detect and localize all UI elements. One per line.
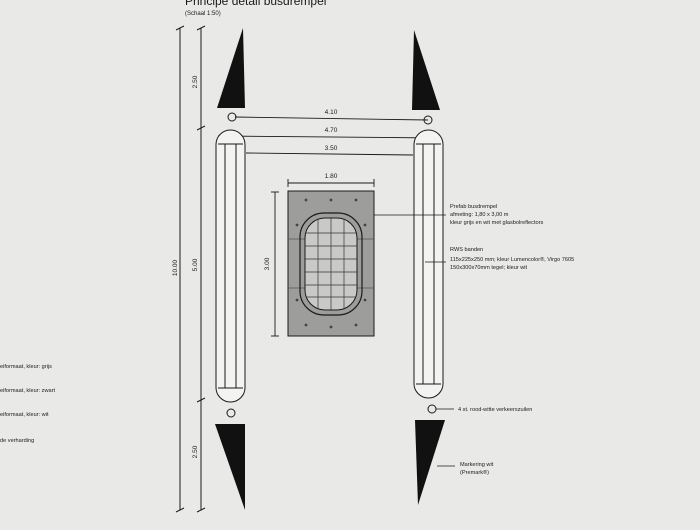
prefab-title: Prefab busdrempel	[450, 204, 497, 210]
dim-top-gap-label: 2.50	[192, 75, 199, 88]
dim-inner-label: 3.50	[325, 145, 338, 152]
vertical-dimensions	[175, 25, 206, 513]
annotation-markering: Markering wit (Premark®)	[460, 462, 494, 476]
reflector-dot	[354, 198, 358, 202]
legend-item: eiformaat, kleur: wit	[0, 412, 49, 418]
dim-plate-width-label: 1.80	[325, 173, 338, 180]
reflector-dot	[363, 223, 367, 227]
pole-top-left	[227, 112, 237, 122]
reflector-dot	[329, 198, 333, 202]
rws-tile-spec: 150x300x70mm tegel; kleur wit	[450, 265, 528, 271]
rws-band-spec: 115x225x250 mm; kleur Lumencolor®, Virgo…	[450, 256, 574, 263]
prefab-color: kleur grijs en wit met glasbolreflectors	[450, 220, 543, 226]
marking-triangle-top-right	[412, 30, 440, 110]
horizontal-dimensions	[217, 116, 441, 187]
band-right-outline	[413, 129, 444, 399]
band-left-outline	[215, 129, 246, 403]
dim-plate-length-label: 3.00	[264, 257, 271, 270]
leader-lines	[374, 214, 455, 467]
marking-triangle-top-left	[217, 28, 245, 108]
drawing-title: Principe detail busdrempel	[185, 0, 326, 8]
annotation-zuilen: 4 st. rood-witte verkeerszuilen	[458, 407, 532, 413]
tick	[196, 125, 206, 131]
rws-band-right	[413, 129, 444, 399]
plate-length-dimension	[271, 191, 279, 337]
dim-middle-label: 5.00	[192, 258, 199, 271]
reflector-dot	[304, 323, 308, 327]
annotation-rws: RWS banden 115x225x250 mm; kleur Lumenco…	[450, 247, 574, 271]
markering-triangles	[215, 28, 445, 510]
dim-banden-label: 4.70	[325, 127, 338, 134]
reflector-dot	[295, 223, 299, 227]
reflector-dot	[354, 323, 358, 327]
reflector-grid	[305, 218, 357, 310]
tick	[196, 397, 206, 403]
prefab-size: afmeting: 1,80 x 3,00 m	[450, 212, 509, 218]
dim-total-label: 10.00	[172, 259, 179, 276]
pole-top-right	[423, 115, 433, 125]
drawing-scale: (Schaal 1:50)	[185, 11, 221, 17]
dim-outer-label: 4.10	[325, 109, 338, 116]
reflector-dot	[304, 198, 308, 202]
rws-title: RWS banden	[450, 247, 483, 253]
legend-item: eiformaat, kleur: grijs	[0, 364, 52, 370]
tick	[196, 25, 206, 31]
pole-bottom-right	[427, 404, 437, 414]
markering-title: Markering wit	[460, 462, 494, 468]
dim-line-inner	[245, 152, 414, 156]
reflector-dot	[363, 298, 367, 302]
pole-bottom-left	[226, 408, 236, 418]
legend: eiformaat, kleur: grijs eiformaat, kleur…	[0, 364, 55, 444]
legend-item: eiformaat, kleur: zwart	[0, 388, 55, 394]
dim-line-banden	[217, 135, 441, 139]
tick	[196, 507, 206, 513]
prefab-busdrempel-plate	[287, 190, 375, 337]
markering-product: (Premark®)	[460, 469, 489, 476]
marking-triangle-bottom-left	[215, 424, 245, 510]
tick	[175, 25, 185, 31]
marking-triangle-bottom-right	[415, 420, 445, 505]
rws-band-left	[215, 129, 246, 403]
glasbolreflectors	[295, 198, 367, 329]
tick	[175, 507, 185, 513]
dim-bottom-gap-label: 2.50	[192, 445, 199, 458]
reflector-dot	[329, 325, 333, 329]
dim-line-outer	[234, 116, 429, 121]
reflector-ring-outer	[299, 212, 363, 316]
reflector-dot	[295, 298, 299, 302]
legend-item: de verharding	[0, 438, 34, 444]
annotation-prefab: Prefab busdrempel afmeting: 1,80 x 3,00 …	[450, 204, 543, 226]
